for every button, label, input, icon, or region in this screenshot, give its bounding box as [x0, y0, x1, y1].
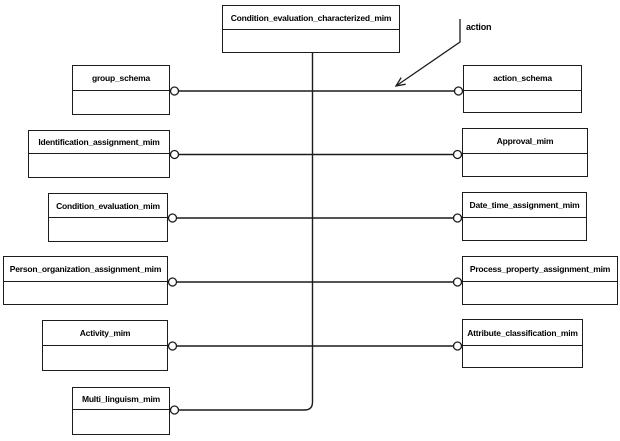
schema-box-multi-linguism-mim: Multi_linguism_mim [72, 387, 170, 435]
interface-circle [167, 213, 178, 223]
schema-box-person-organization-assignment-mim: Person_organization_assignment_mim [3, 256, 168, 305]
action-leader-line [394, 19, 461, 87]
schema-box-label: Activity_mim [79, 328, 131, 338]
box-empty-compartment [43, 346, 167, 370]
box-title-compartment: Process_property_assignment_mim [463, 257, 617, 282]
action-annotation-label: action [466, 22, 492, 32]
schema-box-label: Identification_assignment_mim [38, 137, 160, 147]
box-empty-compartment [73, 91, 169, 114]
box-title-compartment: Activity_mim [43, 321, 167, 346]
box-title-compartment: Attribute_classification_mim [463, 320, 582, 346]
box-empty-compartment [4, 282, 167, 304]
interface-circle [452, 213, 463, 223]
schema-box-condition-evaluation-mim: Condition_evaluation_mim [48, 193, 168, 242]
interface-circle [169, 86, 180, 96]
interface-circle [169, 405, 180, 415]
schema-box-label: Approval_mim [496, 136, 554, 146]
box-title-compartment: Person_organization_assignment_mim [4, 257, 167, 282]
box-empty-compartment [73, 410, 169, 434]
box-title-compartment: Approval_mim [463, 129, 587, 154]
box-empty-compartment [463, 218, 586, 240]
schema-box-label: group_schema [91, 73, 151, 83]
schema-box-condition-evaluation-characterized-mim: Condition_evaluation_characterized_mim [222, 5, 400, 53]
box-title-compartment: Multi_linguism_mim [73, 388, 169, 410]
schema-box-label: Condition_evaluation_mim [56, 200, 160, 211]
interface-circle [453, 86, 464, 96]
schema-box-label: Attribute_classification_mim [467, 327, 578, 338]
schema-box-label: Person_organization_assignment_mim [9, 264, 162, 274]
connector-trunk [170, 53, 314, 411]
schema-box-label: Condition_evaluation_characterized_mim [230, 12, 392, 23]
interface-circle [452, 149, 463, 160]
schema-box-activity-mim: Activity_mim [42, 320, 168, 371]
interface-circle [167, 341, 178, 351]
box-title-compartment: Date_time_assignment_mim [463, 193, 586, 218]
box-empty-compartment [463, 346, 582, 367]
schema-box-action-schema: action_schema [463, 65, 582, 113]
schema-box-attribute-classification-mim: Attribute_classification_mim [462, 319, 583, 368]
box-empty-compartment [49, 218, 167, 241]
box-title-compartment: Condition_evaluation_characterized_mim [223, 6, 399, 30]
schema-box-label: Multi_linguism_mim [81, 393, 161, 404]
schema-box-label: Process_property_assignment_mim [469, 264, 611, 274]
box-title-compartment: action_schema [464, 66, 581, 91]
box-empty-compartment [463, 154, 587, 176]
box-empty-compartment [463, 282, 617, 304]
interface-circle [452, 341, 463, 351]
box-title-compartment: Condition_evaluation_mim [49, 194, 167, 218]
schema-box-identification-assignment-mim: Identification_assignment_mim [28, 130, 170, 178]
schema-box-group-schema: group_schema [72, 65, 170, 115]
box-empty-compartment [29, 154, 169, 177]
interface-circle [452, 277, 463, 287]
box-empty-compartment [223, 30, 399, 52]
schema-box-label: action_schema [493, 73, 552, 83]
box-empty-compartment [464, 91, 581, 112]
schema-box-approval-mim: Approval_mim [462, 128, 588, 177]
interface-circle [167, 277, 178, 287]
box-title-compartment: group_schema [73, 66, 169, 91]
schema-box-process-property-assignment-mim: Process_property_assignment_mim [462, 256, 618, 305]
box-title-compartment: Identification_assignment_mim [29, 131, 169, 154]
schema-box-label: Date_time_assignment_mim [469, 200, 580, 210]
interface-circle [169, 149, 180, 160]
schema-box-date-time-assignment-mim: Date_time_assignment_mim [462, 192, 587, 241]
